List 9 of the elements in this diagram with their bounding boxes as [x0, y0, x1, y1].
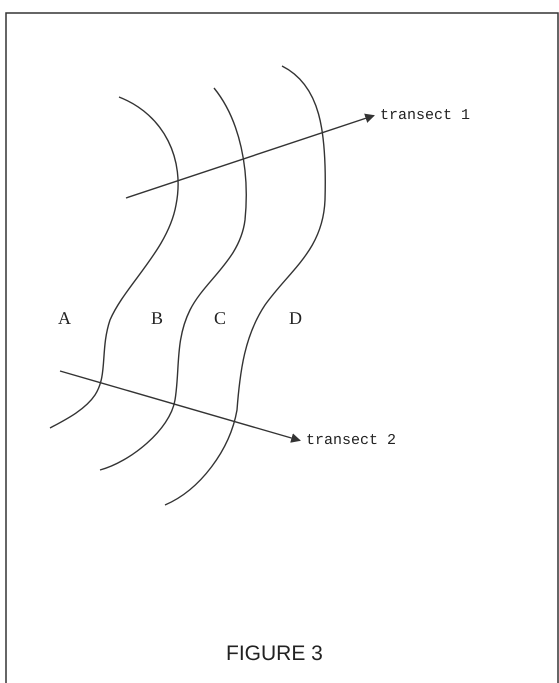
zone-label: B	[151, 308, 164, 329]
zone-label: A	[58, 308, 71, 329]
transect-arrow	[60, 370, 301, 443]
transect-label: transect 2	[306, 432, 396, 449]
transect-label: transect 1	[380, 107, 470, 124]
zone-label: C	[214, 308, 226, 329]
transect-arrow	[126, 114, 375, 199]
figure-caption: FIGURE 3	[226, 642, 323, 666]
zone-label: D	[289, 308, 302, 329]
